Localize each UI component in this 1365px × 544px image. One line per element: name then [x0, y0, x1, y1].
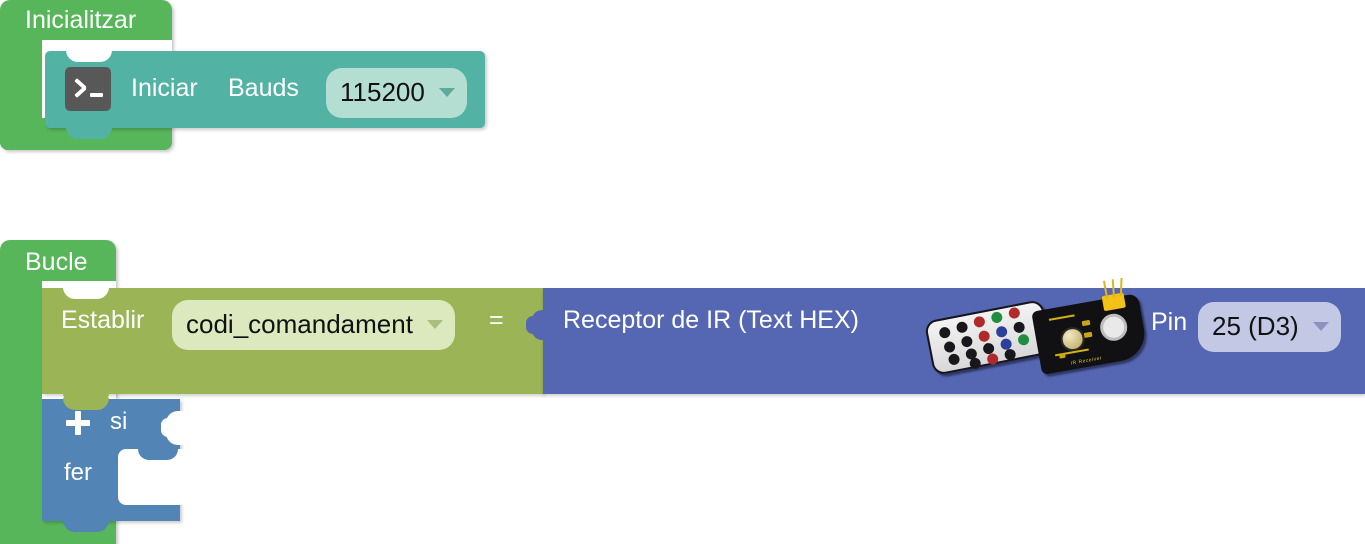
terminal-chevron-glyph	[74, 79, 89, 94]
serial-action-label: Iniciar	[131, 74, 198, 102]
baud-rate-value: 115200	[340, 76, 425, 107]
if-mouth-notch	[138, 449, 178, 460]
block-notch-top	[63, 287, 109, 299]
hat-label-inicialitzar: Inicialitzar	[25, 6, 137, 34]
chevron-down-icon	[438, 87, 455, 97]
block-tab-bottom	[66, 126, 112, 139]
value-plug-left	[526, 310, 554, 340]
set-keyword-label: Establir	[61, 306, 145, 334]
block-serial-iniciar[interactable]: Iniciar Bauds 115200	[45, 50, 485, 139]
serial-param-label: Bauds	[228, 74, 299, 102]
chevron-down-icon	[426, 319, 443, 329]
ir-hardware-artwork: IR Receiver	[923, 278, 1149, 380]
pin-value: 25 (D3)	[1212, 310, 1299, 341]
block-notch-top	[66, 50, 112, 62]
pin-dropdown[interactable]: 25 (D3)	[1198, 302, 1341, 352]
terminal-icon	[65, 67, 111, 111]
block-establir-variable[interactable]: Establir codi_comandament =	[42, 287, 543, 405]
block-tab-bottom	[63, 519, 109, 532]
if-right-arm	[166, 445, 180, 451]
assignment-operator: =	[489, 306, 504, 334]
variable-name-dropdown[interactable]: codi_comandament	[172, 300, 455, 350]
block-si-fer[interactable]: si fer	[42, 398, 190, 532]
terminal-underscore-glyph	[90, 93, 103, 97]
block-notch-top	[63, 398, 109, 410]
do-keyword-label: fer	[64, 459, 93, 486]
block-receptor-ir[interactable]: Receptor de IR (Text HEX)	[526, 278, 1365, 394]
if-keyword-label: si	[110, 408, 128, 435]
if-condition-socket[interactable]	[161, 411, 190, 445]
ir-receiver-module-image: IR Receiver	[1031, 278, 1149, 375]
loop-label-bucle: Bucle	[25, 248, 88, 276]
variable-name-value: codi_comandament	[186, 308, 413, 339]
plus-mutator-icon[interactable]	[66, 411, 90, 435]
chevron-down-icon	[1312, 321, 1329, 331]
pin-label: Pin	[1151, 308, 1188, 336]
ir-block-title: Receptor de IR (Text HEX)	[563, 306, 859, 334]
baud-rate-dropdown[interactable]: 115200	[326, 68, 467, 118]
